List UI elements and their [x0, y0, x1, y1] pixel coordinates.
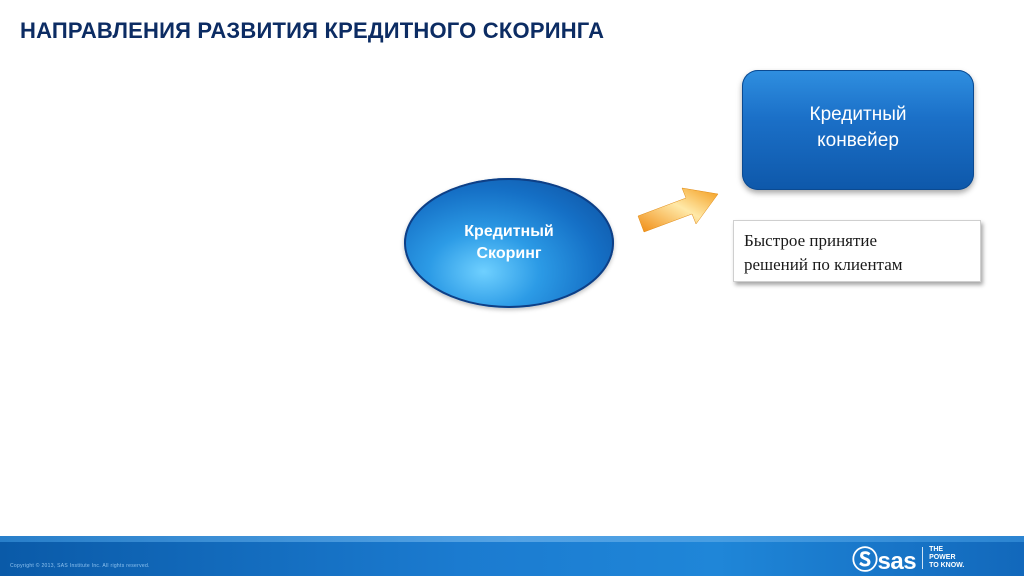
logo-separator	[922, 547, 924, 569]
credit-scoring-ellipse: Кредитный Скоринг	[404, 178, 614, 308]
footer-bar: Copyright © 2013, SAS Institute Inc. All…	[0, 536, 1024, 576]
box-blue-line-1: Кредитный	[809, 104, 907, 125]
orange-arrow-icon	[637, 187, 719, 233]
box-text-line-1: Быстрое принятие	[744, 231, 878, 250]
slide-title: НАПРАВЛЕНИЯ РАЗВИТИЯ КРЕДИТНОГО СКОРИНГА	[20, 18, 605, 43]
sas-logo-wordmark: Ⓢsas	[852, 544, 917, 575]
copyright-text: Copyright © 2013, SAS Institute Inc. All…	[10, 563, 150, 569]
ellipse-line-1: Кредитный	[464, 223, 554, 240]
box-text-line-2: решений по клиентам	[744, 255, 903, 274]
ellipse-line-2: Скоринг	[476, 245, 542, 262]
credit-conveyor-box: Кредитный конвейер	[742, 70, 974, 190]
box-blue-line-2: конвейер	[817, 130, 899, 151]
sas-logo-icon: Ⓢsas THE POWER TO KNOW.	[852, 544, 965, 575]
fast-decisions-textbox: Быстрое принятие решений по клиентам	[733, 220, 981, 282]
logo-tagline: THE POWER TO KNOW.	[929, 546, 965, 569]
footer-highlight	[0, 536, 1024, 542]
